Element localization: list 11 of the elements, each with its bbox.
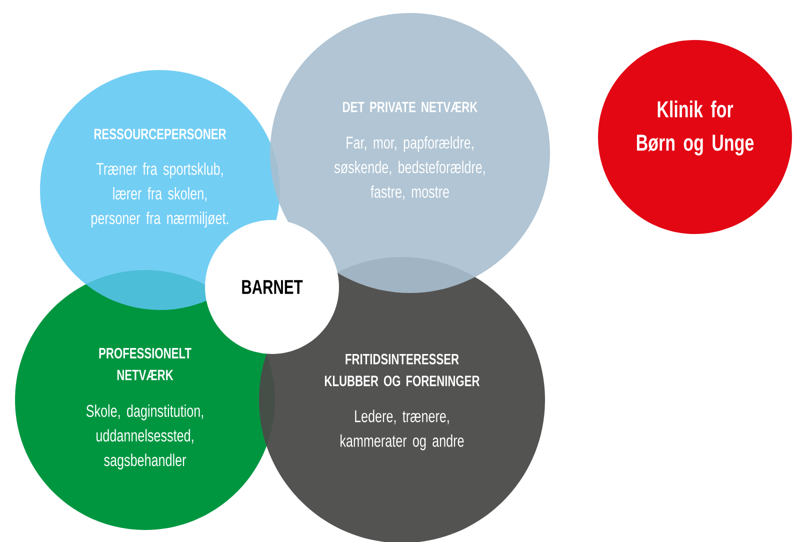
circle-heading: FRITIDSINTERESSER KLUBBER OG FORENINGER (324, 354, 480, 386)
circle-text: Træner fra sportsklub, lærer fra skolen, personer fra nærmiljøet. (92, 162, 228, 228)
circle-text: Ledere, trænere, kammerater og andre (340, 410, 464, 450)
circle-heading: PROFESSIONELT NETVÆRK (99, 348, 192, 380)
network-circle (598, 40, 792, 234)
circle-text: Far, mor, papforældre, søskende, bedsteforældre, fastre, mostre (334, 136, 485, 200)
circle-text: Skole, daginstitution, uddannelsessted, sagsbehandler (86, 404, 203, 470)
circle-heading: DET PRIVATE NETVÆRK (343, 102, 478, 112)
circle-label: Klinik for Børn og Unge (636, 100, 754, 156)
circle-label: BARNET (242, 280, 303, 294)
circle-heading: RESSOURCEPERSONER (94, 128, 226, 140)
